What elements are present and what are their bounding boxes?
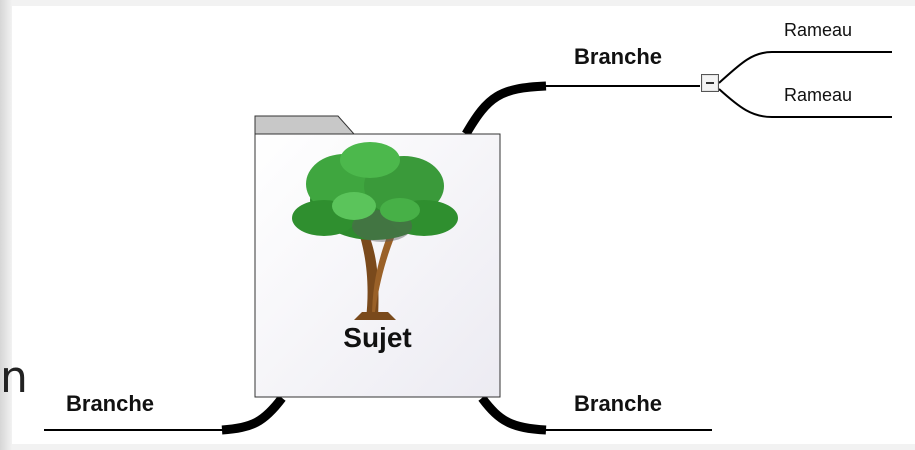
- minus-icon: [701, 74, 719, 92]
- link-branch-bottom-left-thick: [221, 395, 286, 435]
- tree-icon: [292, 142, 458, 320]
- twig-label-2[interactable]: Rameau: [784, 85, 853, 105]
- link-twig-2: [718, 88, 892, 118]
- branch-label-bottom-right[interactable]: Branche: [574, 391, 663, 416]
- edge-glyph: n: [0, 352, 28, 403]
- twig-label-1[interactable]: Rameau: [784, 20, 853, 40]
- branch-label-bottom-left[interactable]: Branche: [66, 391, 155, 416]
- folder-shape: [254, 115, 501, 398]
- folder-tab: [254, 115, 356, 135]
- collapse-button[interactable]: [701, 74, 719, 92]
- left-shadow: [0, 0, 12, 450]
- link-twig-1: [718, 51, 892, 84]
- link-branch-bottom-right-thick: [478, 395, 547, 435]
- central-topic-label: Sujet: [343, 322, 412, 353]
- branch-label-top[interactable]: Branche: [574, 44, 663, 69]
- link-branch-top-thick: [462, 81, 547, 137]
- central-topic[interactable]: Sujet: [254, 114, 501, 398]
